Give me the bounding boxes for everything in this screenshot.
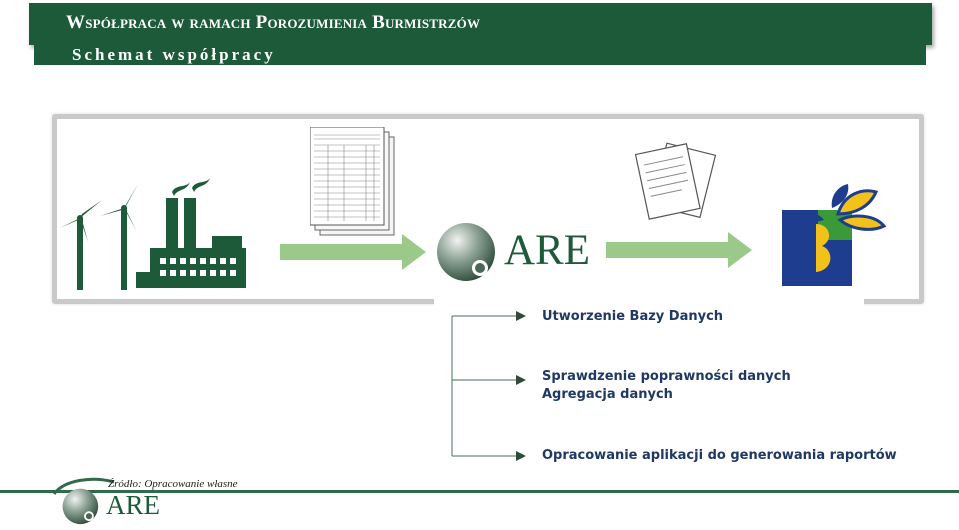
factory-icon [136, 178, 246, 288]
footer-arc [52, 477, 115, 495]
process-bracket [451, 311, 526, 461]
eu-funds-logo [782, 184, 887, 286]
step-report-app: Opracowanie aplikacji do generowania rap… [542, 448, 897, 463]
subtitle-bar [34, 45, 926, 65]
are-logo-text: ARE [504, 227, 590, 274]
wind-turbines-icon [60, 184, 138, 290]
frame-gap [434, 296, 864, 310]
form-document-icon [310, 127, 395, 236]
papers-icon [634, 142, 716, 220]
title-bar [29, 3, 932, 45]
page-title: Współpraca w ramach Porozumienia Burmist… [66, 12, 481, 33]
flow-arrow-2 [606, 232, 752, 268]
source-note: Źródło: Opracowanie własne [108, 478, 238, 490]
step-aggregate-data: Agregacja danych [542, 387, 673, 402]
step-create-database: Utworzenie Bazy Danych [542, 309, 724, 324]
footer-line [0, 490, 959, 493]
step-validate-data: Sprawdzenie poprawności danych [542, 369, 791, 384]
footer-are-text: ARE [106, 490, 160, 520]
flow-arrow-1 [280, 234, 426, 270]
are-sphere-logo [437, 223, 495, 281]
footer-are-sphere [62, 488, 99, 525]
page-subtitle: Schemat współpracy [72, 45, 276, 64]
